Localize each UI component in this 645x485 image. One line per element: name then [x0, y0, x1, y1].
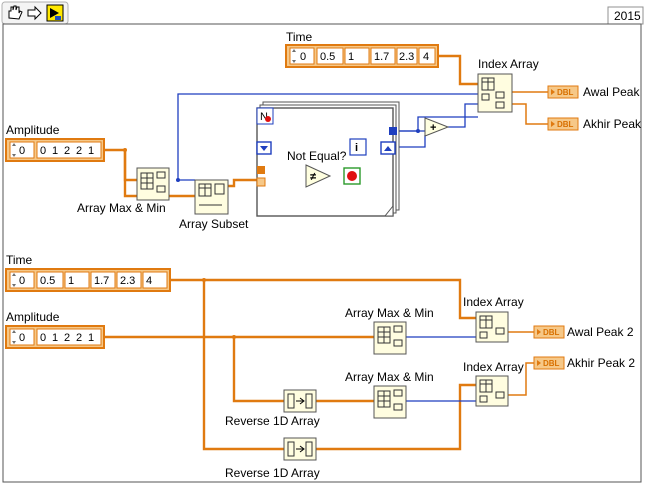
array-cell: 4 — [146, 275, 152, 287]
for-loop-structure[interactable]: N i Not Equal? ≠ — [256, 101, 400, 217]
svg-text:≠: ≠ — [310, 171, 316, 183]
array-cell: 2 — [76, 145, 82, 157]
diagram-frame — [2, 23, 642, 483]
indicator-label: Akhir Peak 2 — [567, 356, 635, 370]
array-cell: 1.7 — [374, 51, 389, 63]
array-index: 0 — [300, 51, 306, 63]
akhir-peak-2-indicator: DBL Akhir Peak 2 — [533, 356, 635, 370]
loop-count-terminal[interactable]: N — [256, 107, 274, 125]
toolbar — [1, 1, 69, 25]
array-cell: 1 — [52, 145, 58, 157]
index-array-node-bottom-2[interactable]: Index Array — [463, 360, 524, 407]
node-label: Array Subset — [179, 217, 249, 231]
array-cell: 0.5 — [320, 51, 335, 63]
iteration-terminal: i — [349, 138, 367, 156]
indicator-type: DBL — [557, 88, 574, 97]
node-label: Array Max & Min — [345, 370, 434, 384]
node-label: Array Max & Min — [77, 201, 166, 215]
time-array-bottom[interactable]: Time 0 0.5 1 1.7 2.3 4 — [5, 253, 171, 292]
not-equal-label: Not Equal? — [287, 149, 347, 163]
array-cell: 1 — [68, 275, 74, 287]
tunnel — [257, 166, 265, 174]
awal-peak-2-indicator: DBL Awal Peak 2 — [533, 325, 634, 339]
version-tag: 2015 — [607, 6, 644, 25]
node-label: Index Array — [463, 360, 524, 374]
array-index: 0 — [19, 332, 25, 344]
amplitude-label: Amplitude — [6, 123, 60, 137]
array-index: 0 — [19, 145, 25, 157]
reverse-1d-array-node-1[interactable]: Reverse 1D Array — [225, 389, 320, 428]
indicator-label: Akhir Peak — [583, 117, 642, 131]
index-array-node-bottom-1[interactable]: Index Array — [463, 295, 524, 343]
array-cell: 1 — [52, 332, 58, 344]
index-array-node-top[interactable]: Index Array — [477, 57, 539, 113]
amplitude-array-bottom[interactable]: Amplitude 0 0 1 2 2 1 — [5, 310, 105, 349]
shift-register-right[interactable] — [380, 141, 396, 155]
akhir-peak-indicator: DBL Akhir Peak — [547, 117, 642, 131]
array-cell: 0 — [40, 332, 46, 344]
run-arrow-icon[interactable] — [27, 5, 42, 21]
node-label: Array Max & Min — [345, 306, 434, 320]
indicator-type: DBL — [543, 359, 560, 368]
amplitude-label: Amplitude — [6, 310, 60, 324]
array-cell: 2 — [76, 332, 82, 344]
array-cell: 0.5 — [40, 275, 55, 287]
svg-text:i: i — [355, 142, 358, 154]
node-label: Index Array — [478, 57, 539, 71]
array-cell: 1.7 — [94, 275, 109, 287]
not-equal-node[interactable]: ≠ — [305, 164, 332, 188]
time-label: Time — [6, 253, 33, 267]
awal-peak-indicator: DBL Awal Peak — [547, 85, 640, 99]
vi-icon[interactable] — [46, 4, 64, 22]
array-subset-node[interactable]: Array Subset — [179, 179, 249, 231]
node-label: Reverse 1D Array — [225, 466, 320, 480]
array-max-min-node-bottom-1[interactable]: Array Max & Min — [345, 306, 434, 355]
indicator-label: Awal Peak 2 — [567, 325, 634, 339]
array-cell: 1 — [88, 332, 94, 344]
array-max-min-node-bottom-2[interactable]: Array Max & Min — [345, 370, 434, 419]
amplitude-array-top[interactable]: Amplitude 0 0 1 2 2 1 — [5, 123, 105, 162]
array-max-min-node-top[interactable]: Array Max & Min — [77, 167, 170, 215]
node-label: Reverse 1D Array — [225, 414, 320, 428]
reverse-1d-array-node-2[interactable]: Reverse 1D Array — [225, 437, 320, 480]
array-cell: 4 — [423, 51, 429, 63]
array-cell: 2 — [64, 145, 70, 157]
version-text: 2015 — [614, 9, 641, 23]
svg-text:+: + — [430, 122, 436, 134]
array-cell: 1 — [88, 145, 94, 157]
hand-tool-icon[interactable] — [8, 5, 23, 20]
indicator-type: DBL — [543, 328, 560, 337]
tunnel — [389, 127, 397, 135]
array-cell: 2.3 — [399, 51, 414, 63]
array-cell: 1 — [348, 51, 354, 63]
node-label: Index Array — [463, 295, 524, 309]
indicator-label: Awal Peak — [583, 85, 640, 99]
svg-text:N: N — [260, 111, 268, 123]
time-label: Time — [286, 30, 313, 44]
stop-terminal[interactable] — [343, 167, 361, 185]
tunnel — [256, 177, 266, 187]
add-node[interactable]: + — [424, 117, 450, 137]
time-array-top[interactable]: Time 0 0.5 1 1.7 2.3 4 — [285, 30, 439, 68]
array-cell: 0 — [40, 145, 46, 157]
array-cell: 2 — [64, 332, 70, 344]
array-index: 0 — [19, 275, 25, 287]
shift-register-left[interactable] — [256, 141, 272, 155]
time-cells-top: 0.5 1 1.7 2.3 4 — [316, 47, 436, 65]
array-cell: 2.3 — [120, 275, 135, 287]
indicator-type: DBL — [557, 120, 574, 129]
